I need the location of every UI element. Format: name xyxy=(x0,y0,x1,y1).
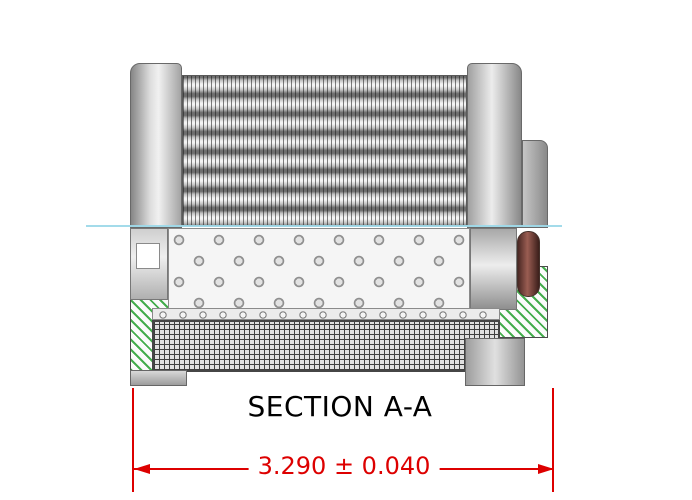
right-end-cap-step xyxy=(522,140,548,228)
section-label: SECTION A-A xyxy=(247,390,433,423)
o-ring-seal xyxy=(517,231,540,297)
support-mesh xyxy=(152,320,500,372)
dimension-arrow-right xyxy=(538,464,554,474)
perforated-wrap-strip xyxy=(152,308,500,320)
left-cap-bottom-flange xyxy=(130,370,187,386)
dimension-extension-line-left xyxy=(132,388,134,492)
left-cap-groove xyxy=(136,243,160,269)
centerline xyxy=(86,225,562,227)
dimension-extension-line-right xyxy=(552,388,554,492)
right-cap-bottom-flange xyxy=(465,338,525,386)
left-end-cap xyxy=(130,63,182,228)
pleated-filter-media xyxy=(182,75,467,226)
dimension-arrow-left xyxy=(134,464,150,474)
right-lower-cap-section xyxy=(470,228,517,310)
perforated-core-tube xyxy=(168,228,470,310)
right-end-cap xyxy=(467,63,522,228)
dimension-text: 3.290 ± 0.040 xyxy=(248,452,440,480)
